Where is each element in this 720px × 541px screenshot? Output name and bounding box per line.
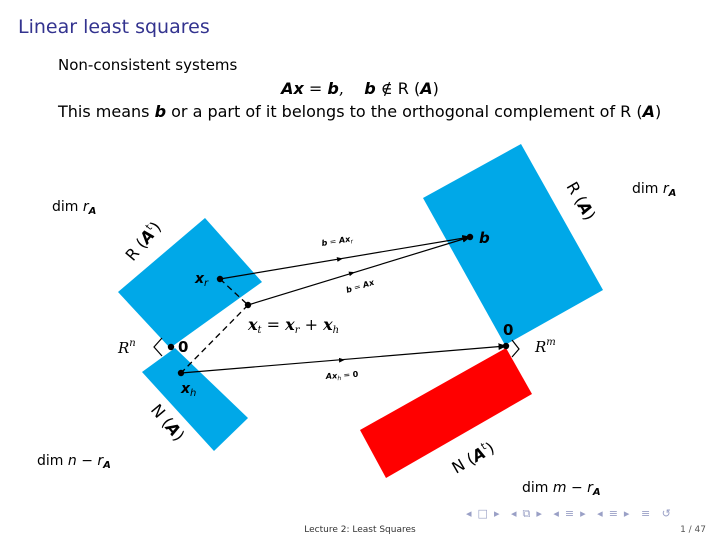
label-arrow-b-Axr: b = Axr <box>321 234 354 250</box>
range-At-region <box>118 218 262 348</box>
point-xh <box>177 369 185 377</box>
expl-after: ) <box>655 102 662 121</box>
slide-title: Linear least squares <box>18 16 210 38</box>
eq-b: b <box>364 79 376 98</box>
null-At-region <box>360 348 532 478</box>
point-zero-left <box>167 343 175 351</box>
label-xh: xh <box>180 381 196 399</box>
label-dim-r-left: dim rA <box>52 199 96 217</box>
nav-doc-next-icon[interactable]: ▸ <box>623 507 632 520</box>
nav-subsection-prev-icon[interactable]: ◂ <box>510 507 519 520</box>
nav-section-prev-icon[interactable]: ◂ <box>553 507 561 520</box>
nav-section-icon[interactable]: ≡ <box>564 507 577 520</box>
point-xt <box>244 301 252 309</box>
label-zero-left: 0 <box>178 338 188 356</box>
nav-doc-prev-icon[interactable]: ◂ <box>597 507 605 520</box>
label-dim-r-right: dim rA <box>632 181 676 199</box>
arrow-xr-to-b <box>219 234 471 280</box>
label-arrow-b-Ax: b = Ax <box>345 278 376 295</box>
expl-A: A <box>642 102 655 121</box>
null-A-region <box>142 348 248 451</box>
point-zero-right <box>502 342 510 350</box>
nav-search-icon[interactable]: ↺ <box>661 507 673 520</box>
explanation-text: This means b or a part of it belongs to … <box>58 102 661 121</box>
label-dim-n-minus-r: dim n − rA <box>37 453 111 471</box>
label-arrow-Axh-0: Axh = 0 <box>325 370 360 383</box>
label-xt-equation: xt = xr + xh <box>247 315 339 336</box>
dashed-xt-xh <box>180 304 249 374</box>
arrow-xh-to-zero <box>180 343 507 374</box>
eq-range-open: R ( <box>397 79 421 98</box>
footer-page-number: 1 / 47 <box>680 525 706 535</box>
label-dim-m-minus-r: dim m − rA <box>522 480 601 498</box>
label-xr: xr <box>194 271 209 289</box>
bracket-Rm <box>511 339 520 358</box>
eq-rhs: b <box>327 79 339 98</box>
label-null-At: N (At) <box>449 438 498 477</box>
label-Rn: Rn <box>117 338 136 357</box>
nav-frame-next-icon[interactable]: ▸ <box>493 507 502 520</box>
expl-before: This means <box>58 102 155 121</box>
label-range-At: R (At) <box>122 218 165 265</box>
eq-equals: = <box>303 79 328 98</box>
arrow-xt-to-b <box>247 236 471 306</box>
expl-middle: or a part of it belongs to the orthogona… <box>166 102 643 121</box>
label-b: b <box>479 229 490 247</box>
label-zero-right: 0 <box>503 321 513 339</box>
nav-section-next-icon[interactable]: ▸ <box>580 507 588 520</box>
expl-b: b <box>154 102 167 121</box>
nav-frame-icon[interactable]: □ <box>477 507 490 520</box>
intro-text: Non-consistent systems <box>58 56 238 74</box>
eq-notin: ∉ <box>375 79 398 98</box>
label-Rm: Rm <box>534 337 556 356</box>
label-range-A: R (A) <box>563 179 600 224</box>
point-xr <box>216 275 224 283</box>
range-A-region <box>423 144 603 345</box>
nav-toc-icon[interactable]: ≡ <box>640 507 653 520</box>
beamer-navigation: ◂□▸ ◂⧉▸ ◂≡▸ ◂≡▸ ≡ ↺ <box>466 507 677 521</box>
dashed-xr-xt <box>219 278 249 306</box>
eq-A: A <box>420 79 433 98</box>
footer-lecture-title: Lecture 2: Least Squares <box>304 525 416 535</box>
eq-sep: , <box>338 79 365 98</box>
nav-subsection-next-icon[interactable]: ▸ <box>536 507 544 520</box>
bracket-Rn <box>153 337 163 357</box>
nav-frame-prev-icon[interactable]: ◂ <box>466 507 474 520</box>
nav-subsection-icon[interactable]: ⧉ <box>522 507 533 520</box>
eq-range-close: ) <box>432 79 439 98</box>
eq-lhs: Ax <box>281 79 304 98</box>
equation: Ax = b, b ∉ R (A) <box>0 79 720 98</box>
point-b <box>466 233 474 241</box>
nav-doc-icon[interactable]: ≡ <box>608 507 620 520</box>
